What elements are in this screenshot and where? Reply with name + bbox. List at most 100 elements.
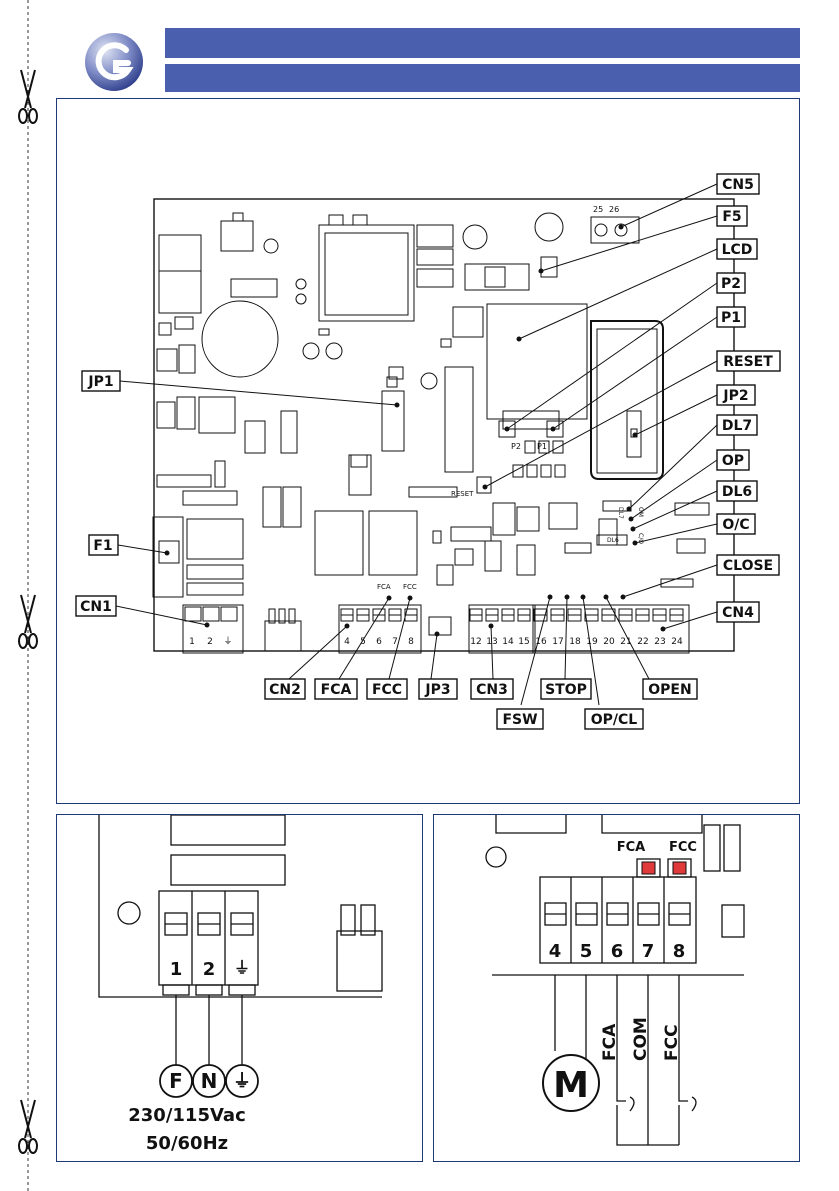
callout-dl6: DL6 [717, 481, 757, 501]
callout-p2: P2 [717, 273, 745, 293]
motor-wiring-diagram: FCA FCC 4 5 6 7 8 M FCA COM FCC [434, 815, 799, 1161]
cn4-terminal-19: 19 [586, 637, 598, 647]
fca-top-label: FCA [617, 840, 645, 855]
silk-p2: P2 [511, 442, 521, 451]
fca-jumper [642, 862, 655, 874]
fcc-top-label: FCC [669, 840, 697, 855]
power-terminal-earth: ⏚ [234, 958, 250, 977]
cn2-terminal-8: 8 [408, 637, 414, 647]
cn1-terminal-1: 1 [189, 637, 195, 647]
callout-oc: O/C [717, 514, 755, 534]
board-diagram: 1 2 ⏚ 4 5 6 7 8 12 13 14 15 16 17 18 19 … [57, 99, 799, 803]
svg-text:CN5: CN5 [722, 177, 754, 193]
callout-jp1: JP1 [82, 371, 120, 391]
silk-dl6: DL6 [607, 537, 619, 544]
earth-symbol: ⏚ [233, 1071, 251, 1092]
callout-op: OP [717, 450, 749, 470]
motor-wiring-panel: FCA FCC 4 5 6 7 8 M FCA COM FCC [433, 814, 800, 1162]
supply-frequency: 50/60Hz [146, 1133, 228, 1154]
cn4-terminal-23: 23 [654, 637, 665, 647]
header-band-top [165, 28, 800, 58]
callout-jp2: JP2 [717, 385, 755, 405]
callout-reset: RESET [717, 351, 780, 371]
cn3-terminal-15: 15 [518, 637, 529, 647]
callout-lcd: LCD [717, 239, 757, 259]
company-logo [82, 30, 146, 94]
callout-fcc: FCC [367, 679, 407, 699]
svg-text:CN3: CN3 [476, 682, 508, 698]
svg-text:OP/CL: OP/CL [591, 712, 638, 728]
motor-terminal-5: 5 [580, 941, 593, 962]
svg-text:F1: F1 [93, 538, 112, 554]
motor-terminal-6: 6 [611, 941, 624, 962]
svg-text:DL6: DL6 [722, 484, 752, 500]
callout-cn4: CN4 [717, 602, 759, 622]
cn2-terminal-6: 6 [376, 637, 382, 647]
silk-fcc: FCC [403, 583, 417, 591]
power-wiring-panel: 1 2 ⏚ F N ⏚ 230/115Vac 50/60Hz [56, 814, 423, 1162]
wire-label-fca: FCA [600, 1023, 620, 1061]
callout-cn2: CN2 [265, 679, 305, 699]
cut-line [0, 0, 50, 1191]
svg-text:O/C: O/C [722, 517, 749, 533]
svg-text:F5: F5 [722, 209, 741, 225]
callout-cn1: CN1 [76, 596, 116, 616]
silk-p1: P1 [537, 442, 547, 451]
svg-text:FCC: FCC [372, 682, 402, 698]
cn2-terminal-7: 7 [392, 637, 398, 647]
cn3-terminal-14: 14 [502, 637, 514, 647]
svg-text:JP2: JP2 [722, 388, 748, 404]
motor-terminal-7: 7 [642, 941, 655, 962]
svg-text:LCD: LCD [722, 242, 753, 258]
callout-stop: STOP [541, 679, 591, 699]
wire-label-fcc: FCC [662, 1024, 682, 1061]
header-band-bottom [165, 64, 800, 92]
silk-fca: FCA [377, 583, 391, 591]
fcc-jumper [673, 862, 686, 874]
callout-cn5: CN5 [717, 174, 759, 194]
svg-text:P2: P2 [721, 276, 741, 292]
svg-text:CN1: CN1 [80, 599, 112, 615]
motor-terminal-4: 4 [549, 941, 562, 962]
silk-25: 25 [593, 205, 603, 214]
callout-open: OPEN [643, 679, 697, 699]
svg-text:STOP: STOP [545, 682, 587, 698]
cn3-terminal-12: 12 [470, 637, 481, 647]
svg-text:P1: P1 [721, 310, 741, 326]
callout-f1: F1 [89, 535, 118, 555]
scissors-icon [19, 1100, 37, 1153]
callout-opcl: OP/CL [585, 709, 643, 729]
neutral-symbol: N [201, 1069, 218, 1093]
svg-text:DL7: DL7 [722, 418, 752, 434]
silk-dl7: DL7 [617, 507, 624, 519]
svg-text:CN2: CN2 [269, 682, 301, 698]
callout-f5: F5 [717, 206, 747, 226]
silk-reset: RESET [451, 490, 474, 498]
svg-text:OPEN: OPEN [648, 682, 691, 698]
callout-jp3: JP3 [419, 679, 457, 699]
cn4-terminal-22: 22 [637, 637, 648, 647]
callout-p1: P1 [717, 307, 745, 327]
board-layout-panel: 1 2 ⏚ 4 5 6 7 8 12 13 14 15 16 17 18 19 … [56, 98, 800, 804]
power-wiring-diagram: 1 2 ⏚ F N ⏚ 230/115Vac 50/60Hz [57, 815, 422, 1161]
cn2-terminal-4: 4 [344, 637, 350, 647]
cn4-terminal-18: 18 [569, 637, 581, 647]
callout-close: CLOSE [717, 555, 779, 575]
cn1-terminal-2: 2 [207, 637, 213, 647]
cn1-terminal-earth: ⏚ [223, 636, 232, 647]
wire-label-com: COM [631, 1017, 651, 1061]
cn4-terminal-17: 17 [552, 637, 563, 647]
svg-text:JP3: JP3 [424, 682, 450, 698]
power-terminal-1: 1 [170, 959, 183, 980]
svg-text:CLOSE: CLOSE [723, 558, 773, 574]
cn4-terminal-24: 24 [671, 637, 683, 647]
svg-text:FCA: FCA [321, 682, 352, 698]
cn4-terminal-20: 20 [603, 637, 615, 647]
callout-cn3: CN3 [471, 679, 513, 699]
svg-text:RESET: RESET [723, 354, 773, 370]
supply-voltage: 230/115Vac [128, 1105, 245, 1126]
power-terminal-2: 2 [203, 959, 216, 980]
svg-text:OP: OP [722, 453, 744, 469]
svg-text:FSW: FSW [502, 712, 537, 728]
cn2-terminal-5: 5 [360, 637, 366, 647]
